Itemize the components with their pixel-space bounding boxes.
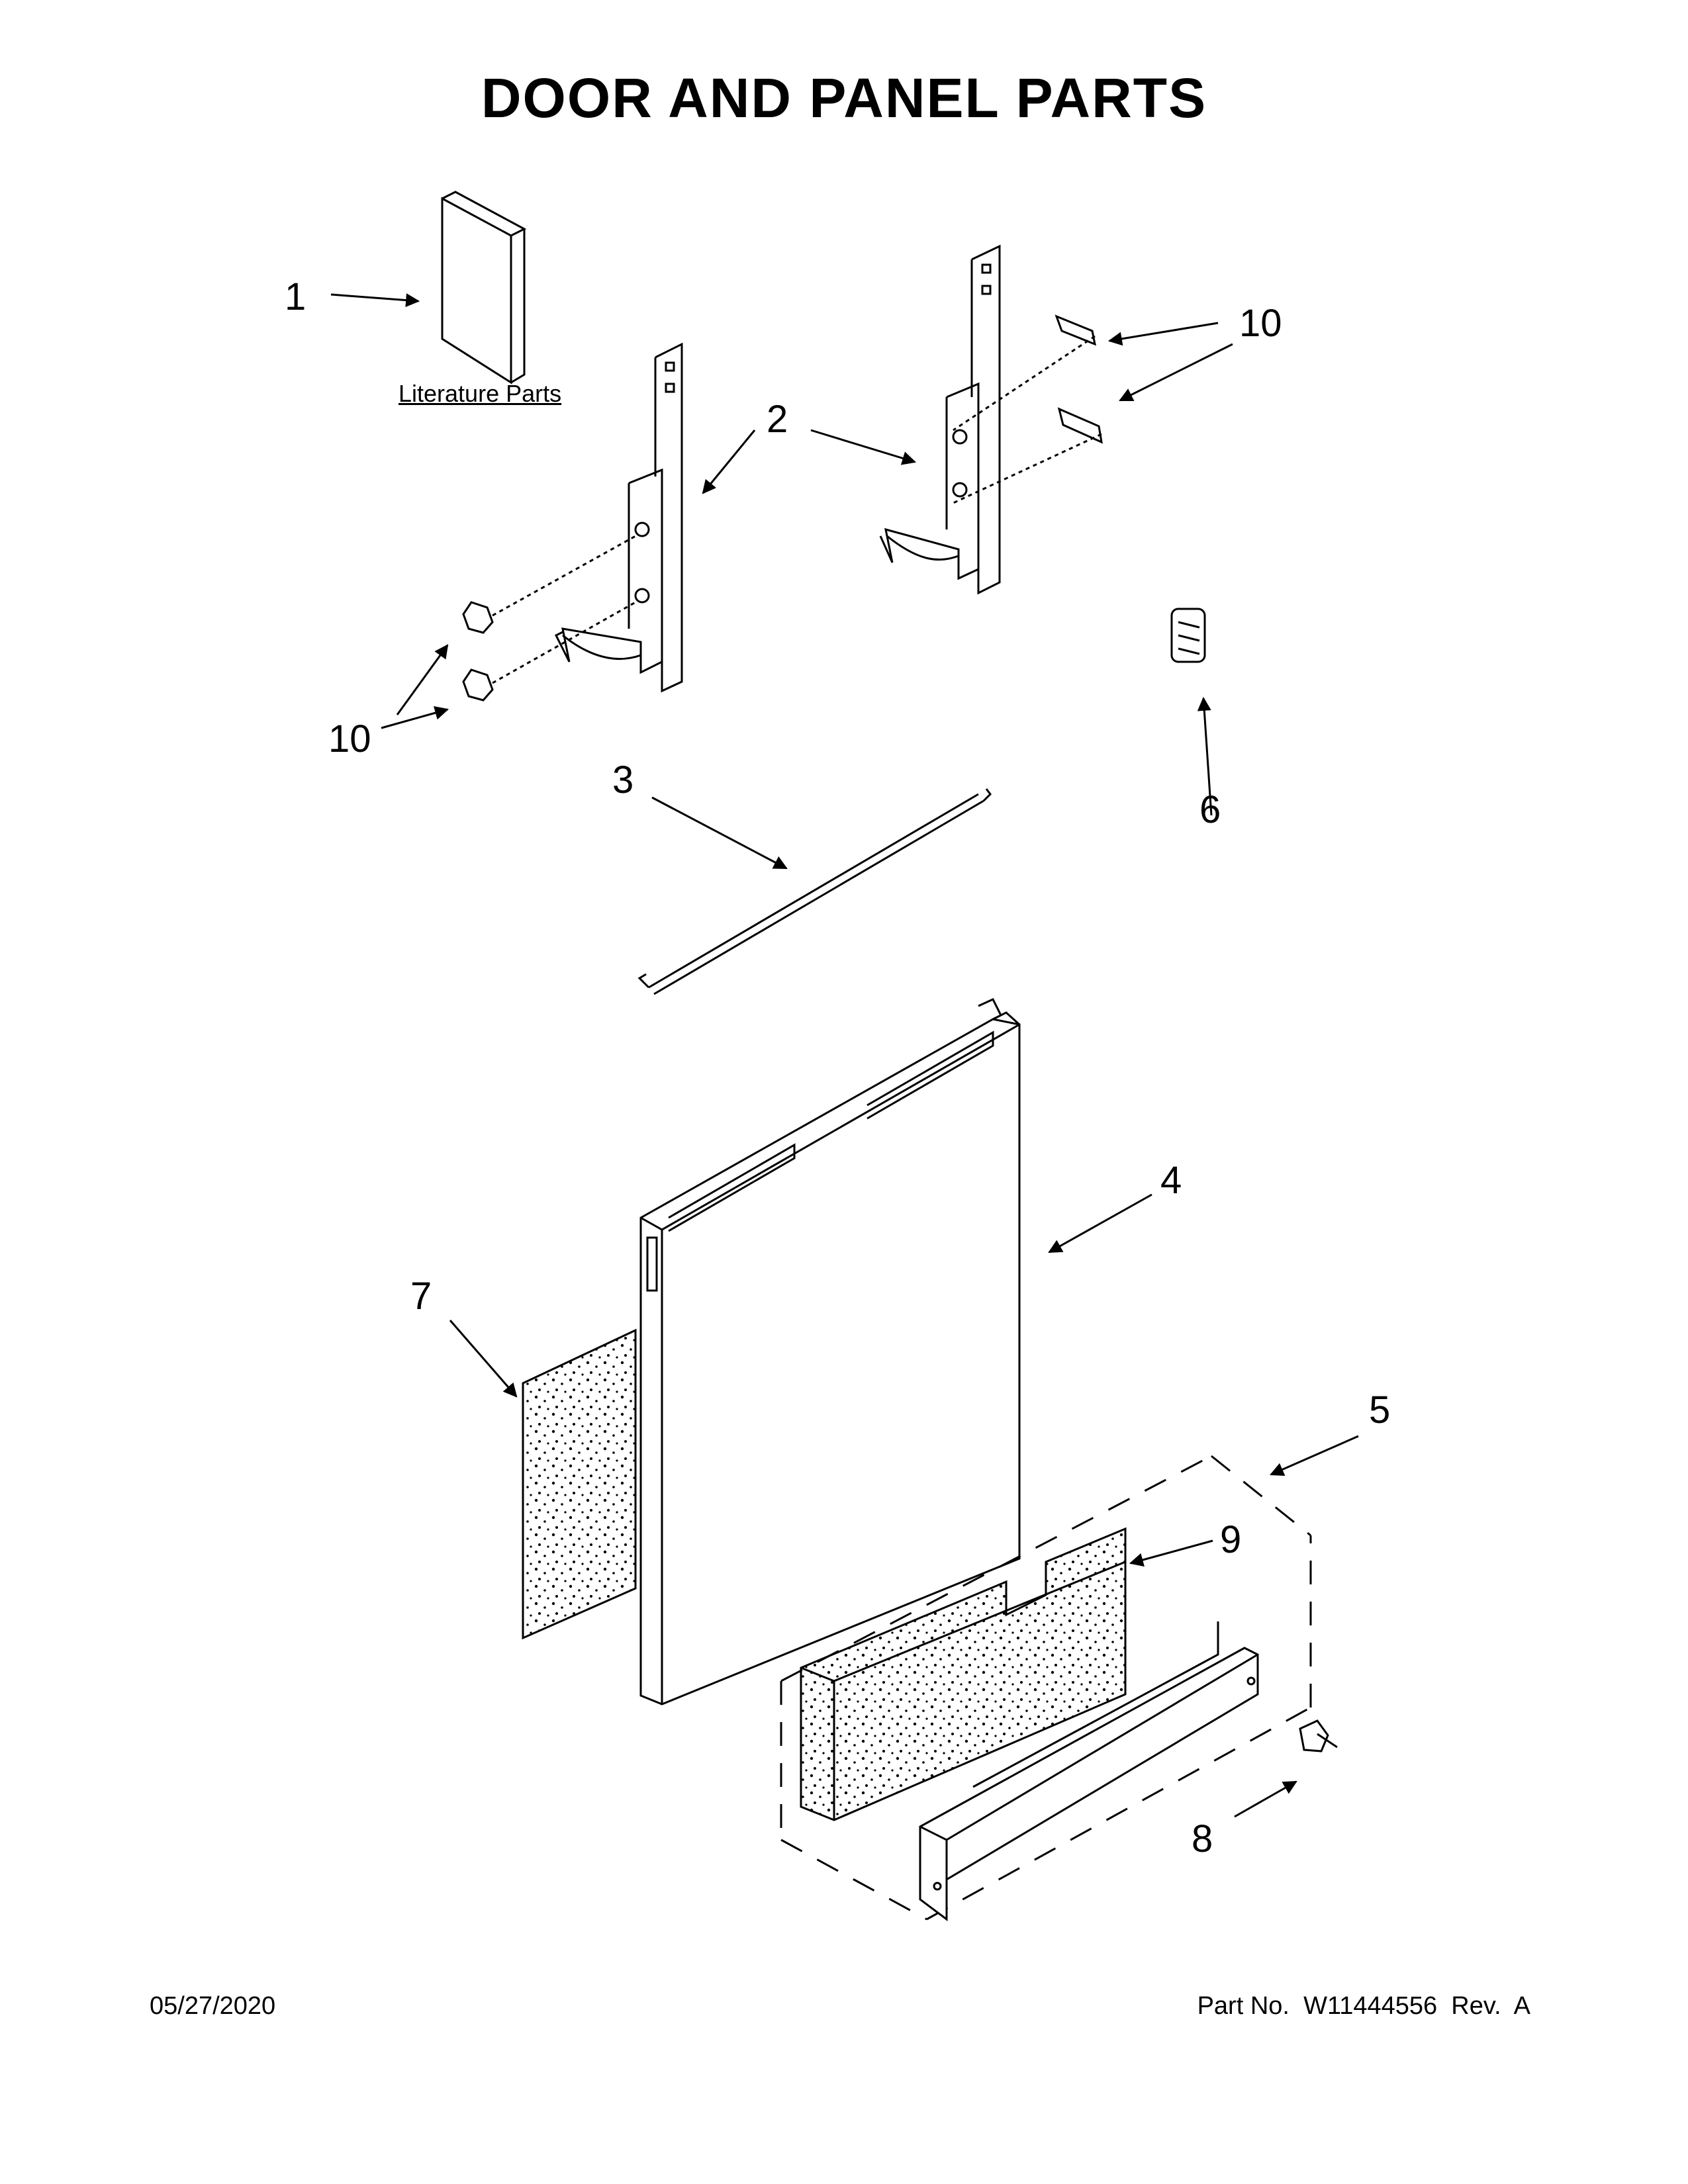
toe-kick-boundary bbox=[780, 1455, 1312, 1921]
hinge-bracket-left bbox=[554, 342, 683, 693]
callout-4: 4 bbox=[1160, 1159, 1182, 1202]
screws-left bbox=[462, 535, 636, 702]
door-panel bbox=[639, 998, 1021, 1706]
page-title: DOOR AND PANEL PARTS bbox=[481, 67, 1207, 129]
callout-1: 1 bbox=[285, 275, 306, 318]
callout-2: 2 bbox=[767, 398, 788, 441]
callout-6: 6 bbox=[1199, 788, 1221, 831]
literature-booklet bbox=[441, 191, 527, 385]
callout-10-left: 10 bbox=[328, 717, 371, 760]
leader-arrows bbox=[330, 293, 1359, 1818]
insulation-pad bbox=[522, 1328, 637, 1640]
door-bumper bbox=[1170, 608, 1206, 663]
toe-kick-foam bbox=[800, 1527, 1127, 1821]
callout-5: 5 bbox=[1369, 1388, 1391, 1432]
footer-date: 05/27/2020 bbox=[150, 1992, 276, 2020]
door-rod bbox=[637, 788, 992, 995]
literature-parts-label: Literature Parts bbox=[399, 380, 562, 407]
footer-part-number: Part No. W11444556 Rev. A bbox=[1197, 1992, 1530, 2020]
callout-9: 9 bbox=[1220, 1518, 1242, 1561]
callout-8: 8 bbox=[1192, 1817, 1213, 1860]
toe-kick-screw bbox=[1299, 1719, 1338, 1752]
callout-3: 3 bbox=[612, 758, 634, 801]
callout-7: 7 bbox=[410, 1275, 432, 1318]
screws-right bbox=[953, 314, 1103, 504]
callout-10-right: 10 bbox=[1239, 302, 1282, 345]
hinge-bracket-right bbox=[879, 244, 1001, 595]
toe-kick-panel bbox=[919, 1621, 1259, 1921]
